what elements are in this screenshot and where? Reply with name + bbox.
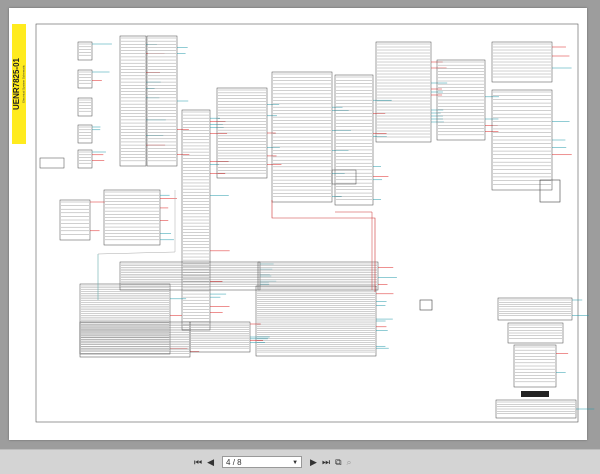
connector-table [79, 283, 171, 355]
warning-label [521, 391, 549, 397]
copy-icon[interactable]: ⧉ [335, 456, 342, 467]
module-block [103, 189, 161, 246]
wire [271, 200, 376, 292]
chevron-down-icon: ▼ [292, 459, 299, 466]
note-box [39, 157, 65, 169]
drawing-border [35, 23, 579, 423]
component [59, 199, 91, 241]
last-page-button[interactable]: ⏭ [321, 456, 331, 467]
component [77, 41, 93, 61]
component [77, 69, 93, 89]
component [77, 124, 93, 144]
page-number-value: 4 / 8 [226, 457, 242, 467]
component [77, 97, 93, 117]
next-page-button[interactable]: ▶ [310, 456, 317, 467]
component [419, 299, 433, 311]
wire [97, 190, 176, 255]
wire [335, 211, 373, 290]
search-icon[interactable]: ⌕ [346, 456, 352, 467]
note-box [331, 169, 357, 185]
page-navigation: ⏮ ◀ 4 / 8 ▼ ▶ ⏭ ⧉ ⌕ [194, 455, 352, 468]
module-block [334, 74, 374, 206]
component [539, 179, 561, 203]
legend-table [507, 322, 564, 344]
component [491, 41, 553, 83]
module-block [436, 59, 486, 141]
pdf-toolbar: ⏮ ◀ 4 / 8 ▼ ▶ ⏭ ⧉ ⌕ [0, 449, 600, 474]
document-id-label: UENR7825-01 Electrical System Schematic [12, 24, 26, 144]
first-page-button[interactable]: ⏮ [194, 456, 203, 467]
page-number-select[interactable]: 4 / 8 ▼ [222, 455, 303, 468]
connector-block [119, 35, 147, 167]
title-table [497, 297, 573, 321]
module-block [271, 71, 333, 203]
connector-block [181, 109, 211, 331]
legend-table [513, 344, 557, 388]
component [77, 149, 93, 169]
prev-page-button[interactable]: ◀ [207, 456, 215, 467]
